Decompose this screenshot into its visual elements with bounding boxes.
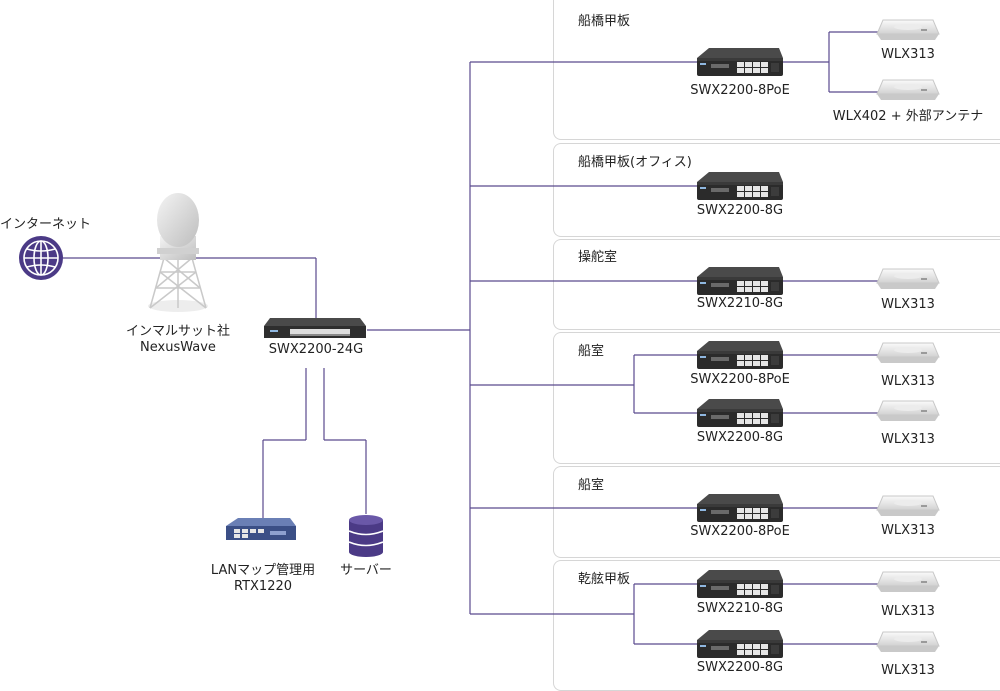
access-point-icon-zone3 (876, 268, 940, 290)
core-switch-label: SWX2200-24G (268, 342, 364, 357)
satellite-label-line1: インマルサット社 (125, 324, 230, 339)
switch-icon-zone6b (697, 630, 783, 658)
switch-label: SWX2200-8G (696, 203, 784, 218)
access-point-label: WLX313 (881, 47, 935, 62)
zone-title-2: 船橋甲板(オフィス) (578, 155, 692, 170)
access-point-label: WLX313 (881, 663, 935, 678)
access-point-icon-zone1b (876, 79, 940, 101)
access-point-icon-zone4a (876, 342, 940, 364)
zone-title-6: 乾舷甲板 (578, 572, 631, 587)
core-switch-icon (264, 318, 366, 338)
access-point-icon-zone5 (876, 495, 940, 517)
switch-icon-zone4a (697, 341, 783, 369)
switch-icon-zone3 (697, 267, 783, 295)
satellite-dome-icon (148, 193, 208, 312)
router-label-line1: LANマップ管理用 (210, 563, 316, 578)
switch-label: SWX2200-8PoE (690, 83, 790, 98)
access-point-label: WLX313 (881, 297, 935, 312)
access-point-icon-zone1a (876, 19, 940, 41)
access-point-label: WLX313 (881, 604, 935, 619)
access-point-label: WLX313 (881, 374, 935, 389)
switch-icon-zone4b (697, 399, 783, 427)
access-point-icon-zone6a (876, 571, 940, 593)
zone-title-1: 船橋甲板 (578, 14, 631, 29)
access-point-icon-zone4b (876, 400, 940, 422)
globe-icon (19, 236, 63, 280)
zone-title-4: 船室 (578, 344, 605, 359)
switch-icon-zone5 (697, 494, 783, 522)
router-label-line2: RTX1220 (233, 579, 293, 595)
switch-icon-zone2 (697, 172, 783, 200)
access-point-label: WLX313 (881, 432, 935, 447)
switch-label: SWX2210-8G (696, 296, 784, 311)
satellite-label: インマルサット社 NexusWave (118, 324, 238, 357)
switch-label: SWX2200-8PoE (690, 372, 790, 387)
zone-title-5: 船室 (578, 478, 605, 493)
satellite-label-line2: NexusWave (140, 340, 216, 356)
switch-label: SWX2200-8G (696, 430, 784, 445)
zone-title-3: 操舵室 (578, 250, 618, 265)
switch-label: SWX2200-8PoE (690, 524, 790, 539)
access-point-icon-zone6b (876, 631, 940, 653)
access-point-label: WLX313 (881, 523, 935, 538)
switch-label: SWX2210-8G (696, 601, 784, 616)
router-icon (226, 518, 296, 540)
router-label: LANマップ管理用 RTX1220 (196, 563, 330, 596)
switch-icon-zone6a (697, 570, 783, 598)
switch-label: SWX2200-8G (696, 660, 784, 675)
database-icon (348, 515, 384, 557)
switch-icon-zone1 (697, 48, 783, 76)
server-label: サーバー (340, 563, 392, 578)
internet-label: インターネット (0, 217, 92, 232)
access-point-label: WLX402 + 外部アンテナ (832, 109, 984, 124)
